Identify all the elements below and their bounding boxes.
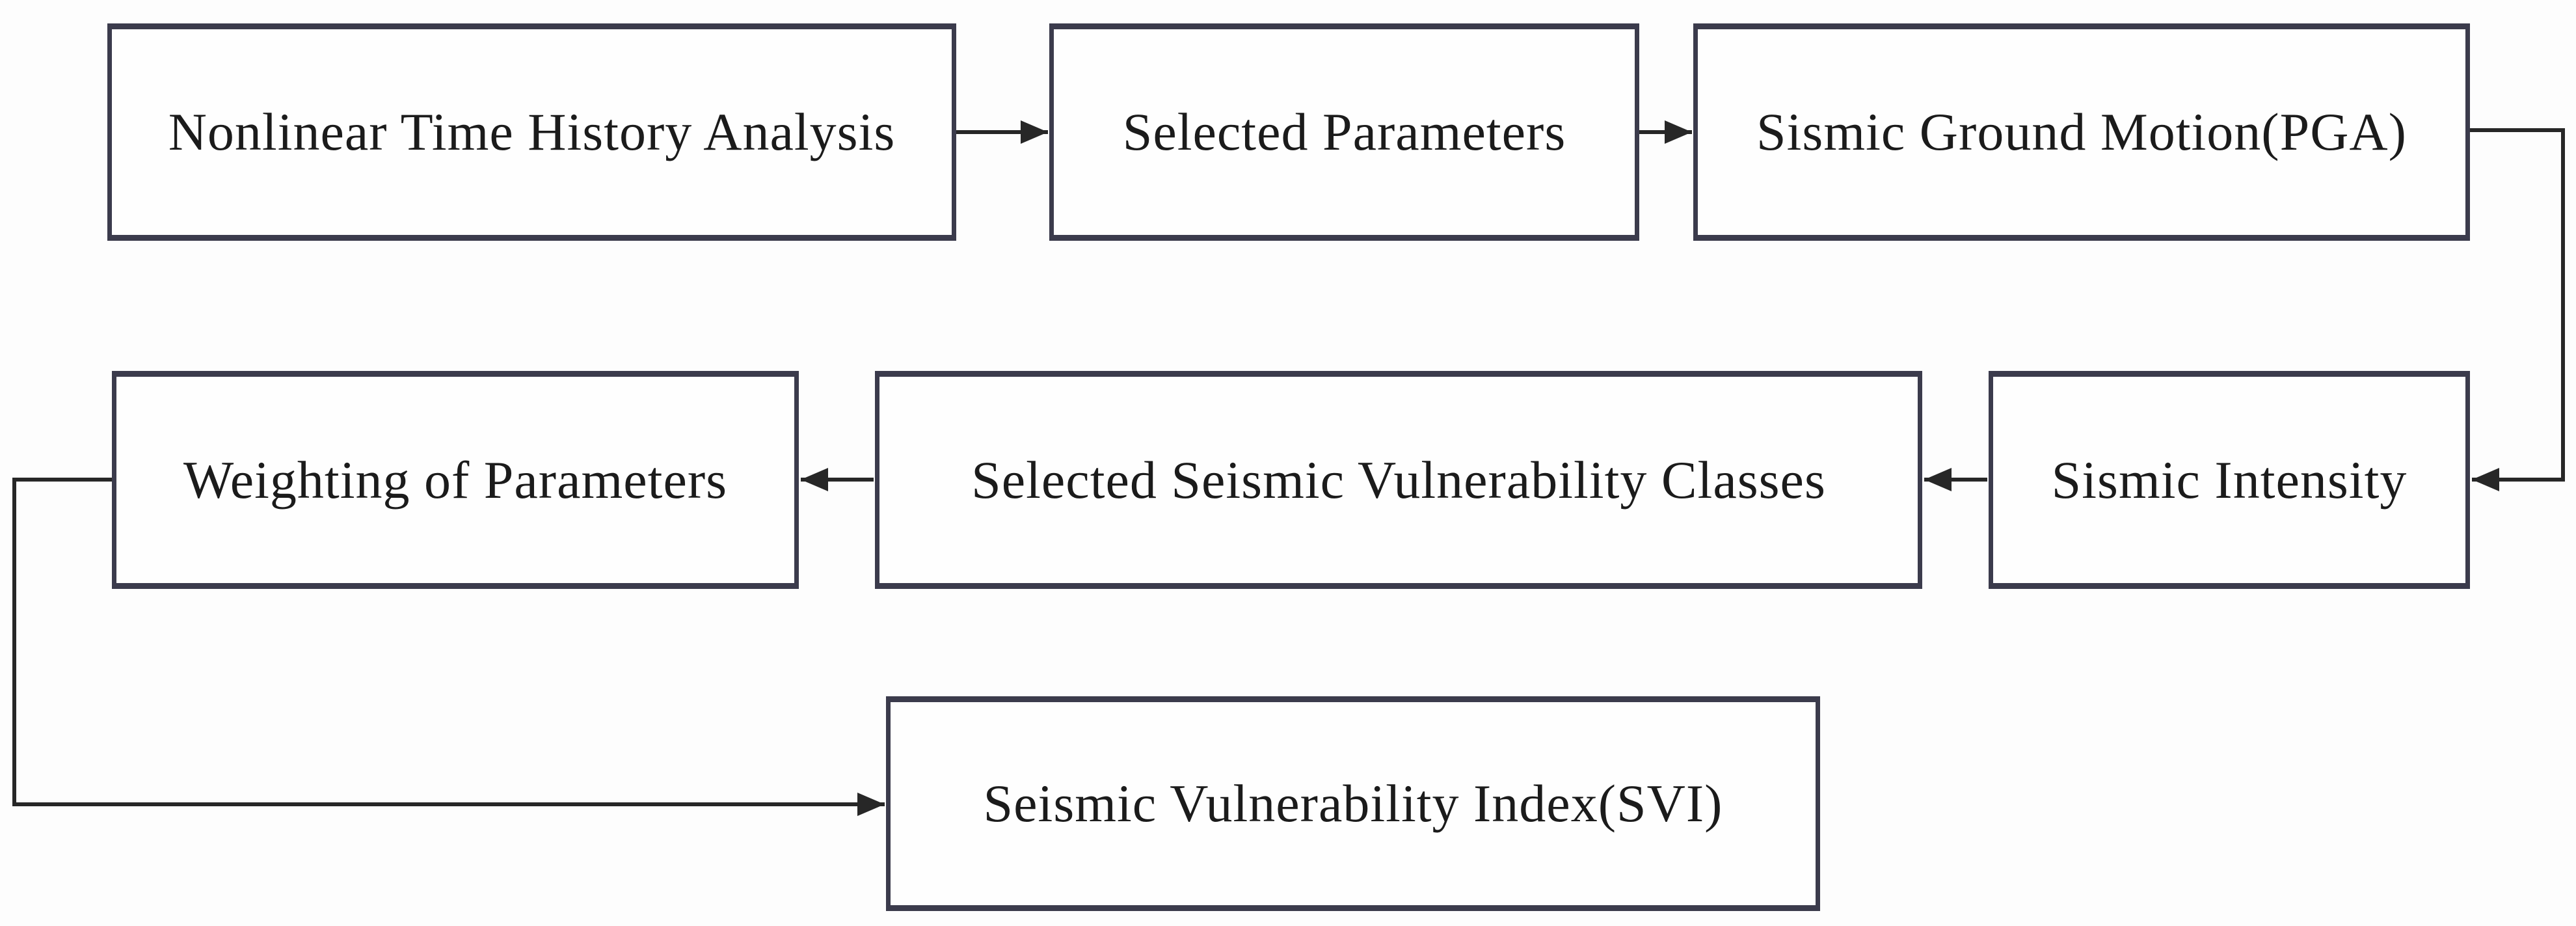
node-selected-seismic-vulnerability-classes: Selected Seismic Vulnerability Classes	[875, 371, 1922, 589]
node-seismic-vulnerability-index-svi: Seismic Vulnerability Index(SVI)	[886, 696, 1820, 911]
node-label: Nonlinear Time History Analysis	[168, 102, 896, 161]
node-sismic-intensity: Sismic Intensity	[1989, 371, 2470, 589]
node-label: Seismic Vulnerability Index(SVI)	[983, 774, 1723, 833]
node-weighting-of-parameters: Weighting of Parameters	[112, 371, 799, 589]
node-nonlinear-time-history-analysis: Nonlinear Time History Analysis	[107, 23, 956, 241]
node-selected-parameters: Selected Parameters	[1049, 23, 1639, 241]
edge-weighting-to-svi	[12, 478, 885, 816]
node-label: Sismic Intensity	[2051, 450, 2408, 510]
node-label: Weighting of Parameters	[183, 450, 728, 510]
node-label: Selected Seismic Vulnerability Classes	[971, 450, 1826, 510]
node-sismic-ground-motion-pga: Sismic Ground Motion(PGA)	[1693, 23, 2470, 241]
node-label: Sismic Ground Motion(PGA)	[1756, 102, 2407, 161]
edge-pga-to-intensity	[2469, 128, 2565, 491]
node-label: Selected Parameters	[1122, 102, 1566, 161]
